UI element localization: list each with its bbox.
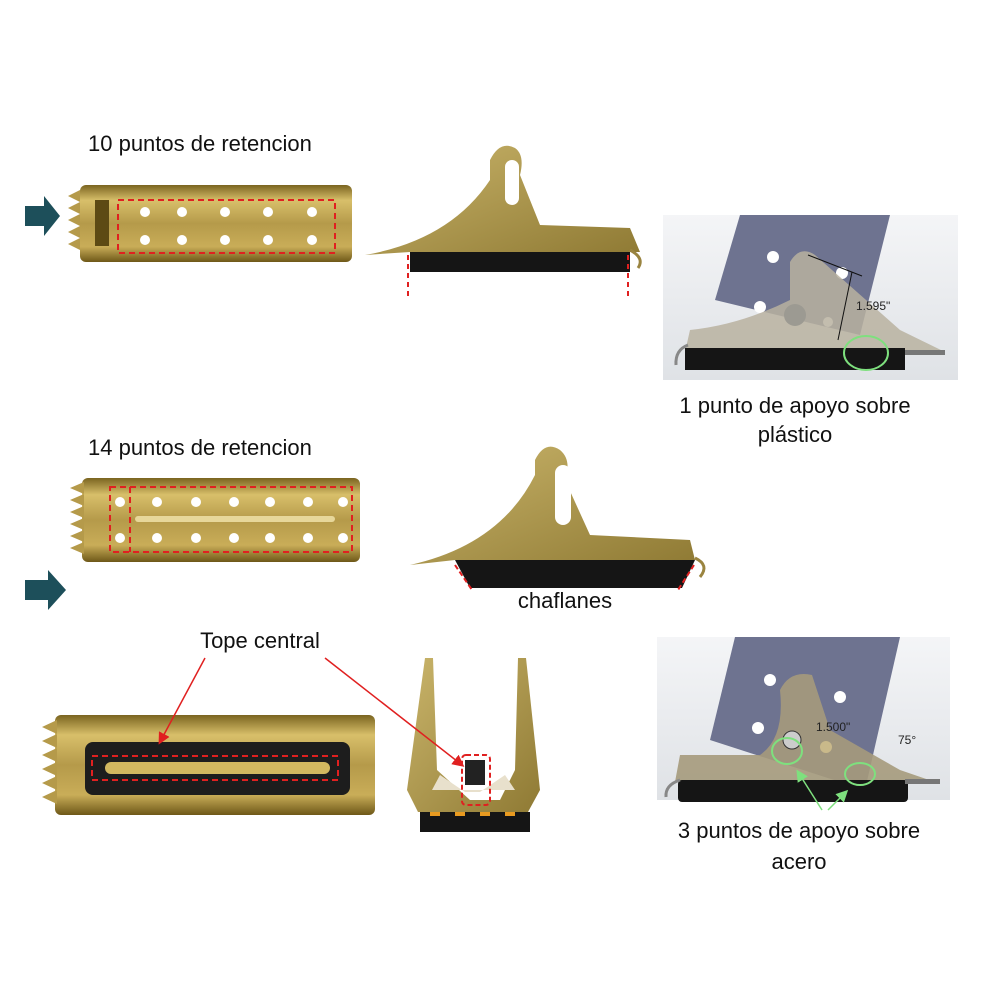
- plate-10-points: [68, 185, 352, 262]
- pointer-arrow: [324, 657, 465, 767]
- plate-14-points: [70, 478, 360, 562]
- fourteen-points-label: 14 puntos de retencion: [88, 435, 312, 460]
- arrow-icon: [25, 570, 66, 610]
- pointer-arrow: [158, 657, 206, 745]
- dimension-1595: 1.595": [856, 299, 890, 313]
- photo-steel-support: 1.500" 75°: [657, 637, 950, 811]
- retention-area-outline: [109, 486, 353, 553]
- retention-area-outline: [117, 199, 336, 254]
- arrow-icon: [25, 196, 60, 236]
- side-view-1: [365, 145, 642, 298]
- three-points-label-line1: 3 puntos de apoyo sobre: [678, 818, 920, 843]
- one-point-label-line2: plástico: [758, 422, 833, 447]
- ten-points-label: 10 puntos de retencion: [88, 131, 312, 156]
- angle-75: 75°: [898, 733, 916, 747]
- dimension-1500: 1.500": [816, 720, 850, 734]
- one-point-label-line1: 1 punto de apoyo sobre: [679, 393, 910, 418]
- u-front-view: [407, 658, 540, 832]
- three-points-label-line2: acero: [771, 849, 826, 874]
- central-stop-label: Tope central: [200, 628, 320, 653]
- plate-central-stop: [42, 715, 375, 815]
- chamfers-label: chaflanes: [518, 588, 612, 613]
- side-view-2: [410, 446, 706, 591]
- photo-plastic-support: 1.595": [663, 215, 958, 380]
